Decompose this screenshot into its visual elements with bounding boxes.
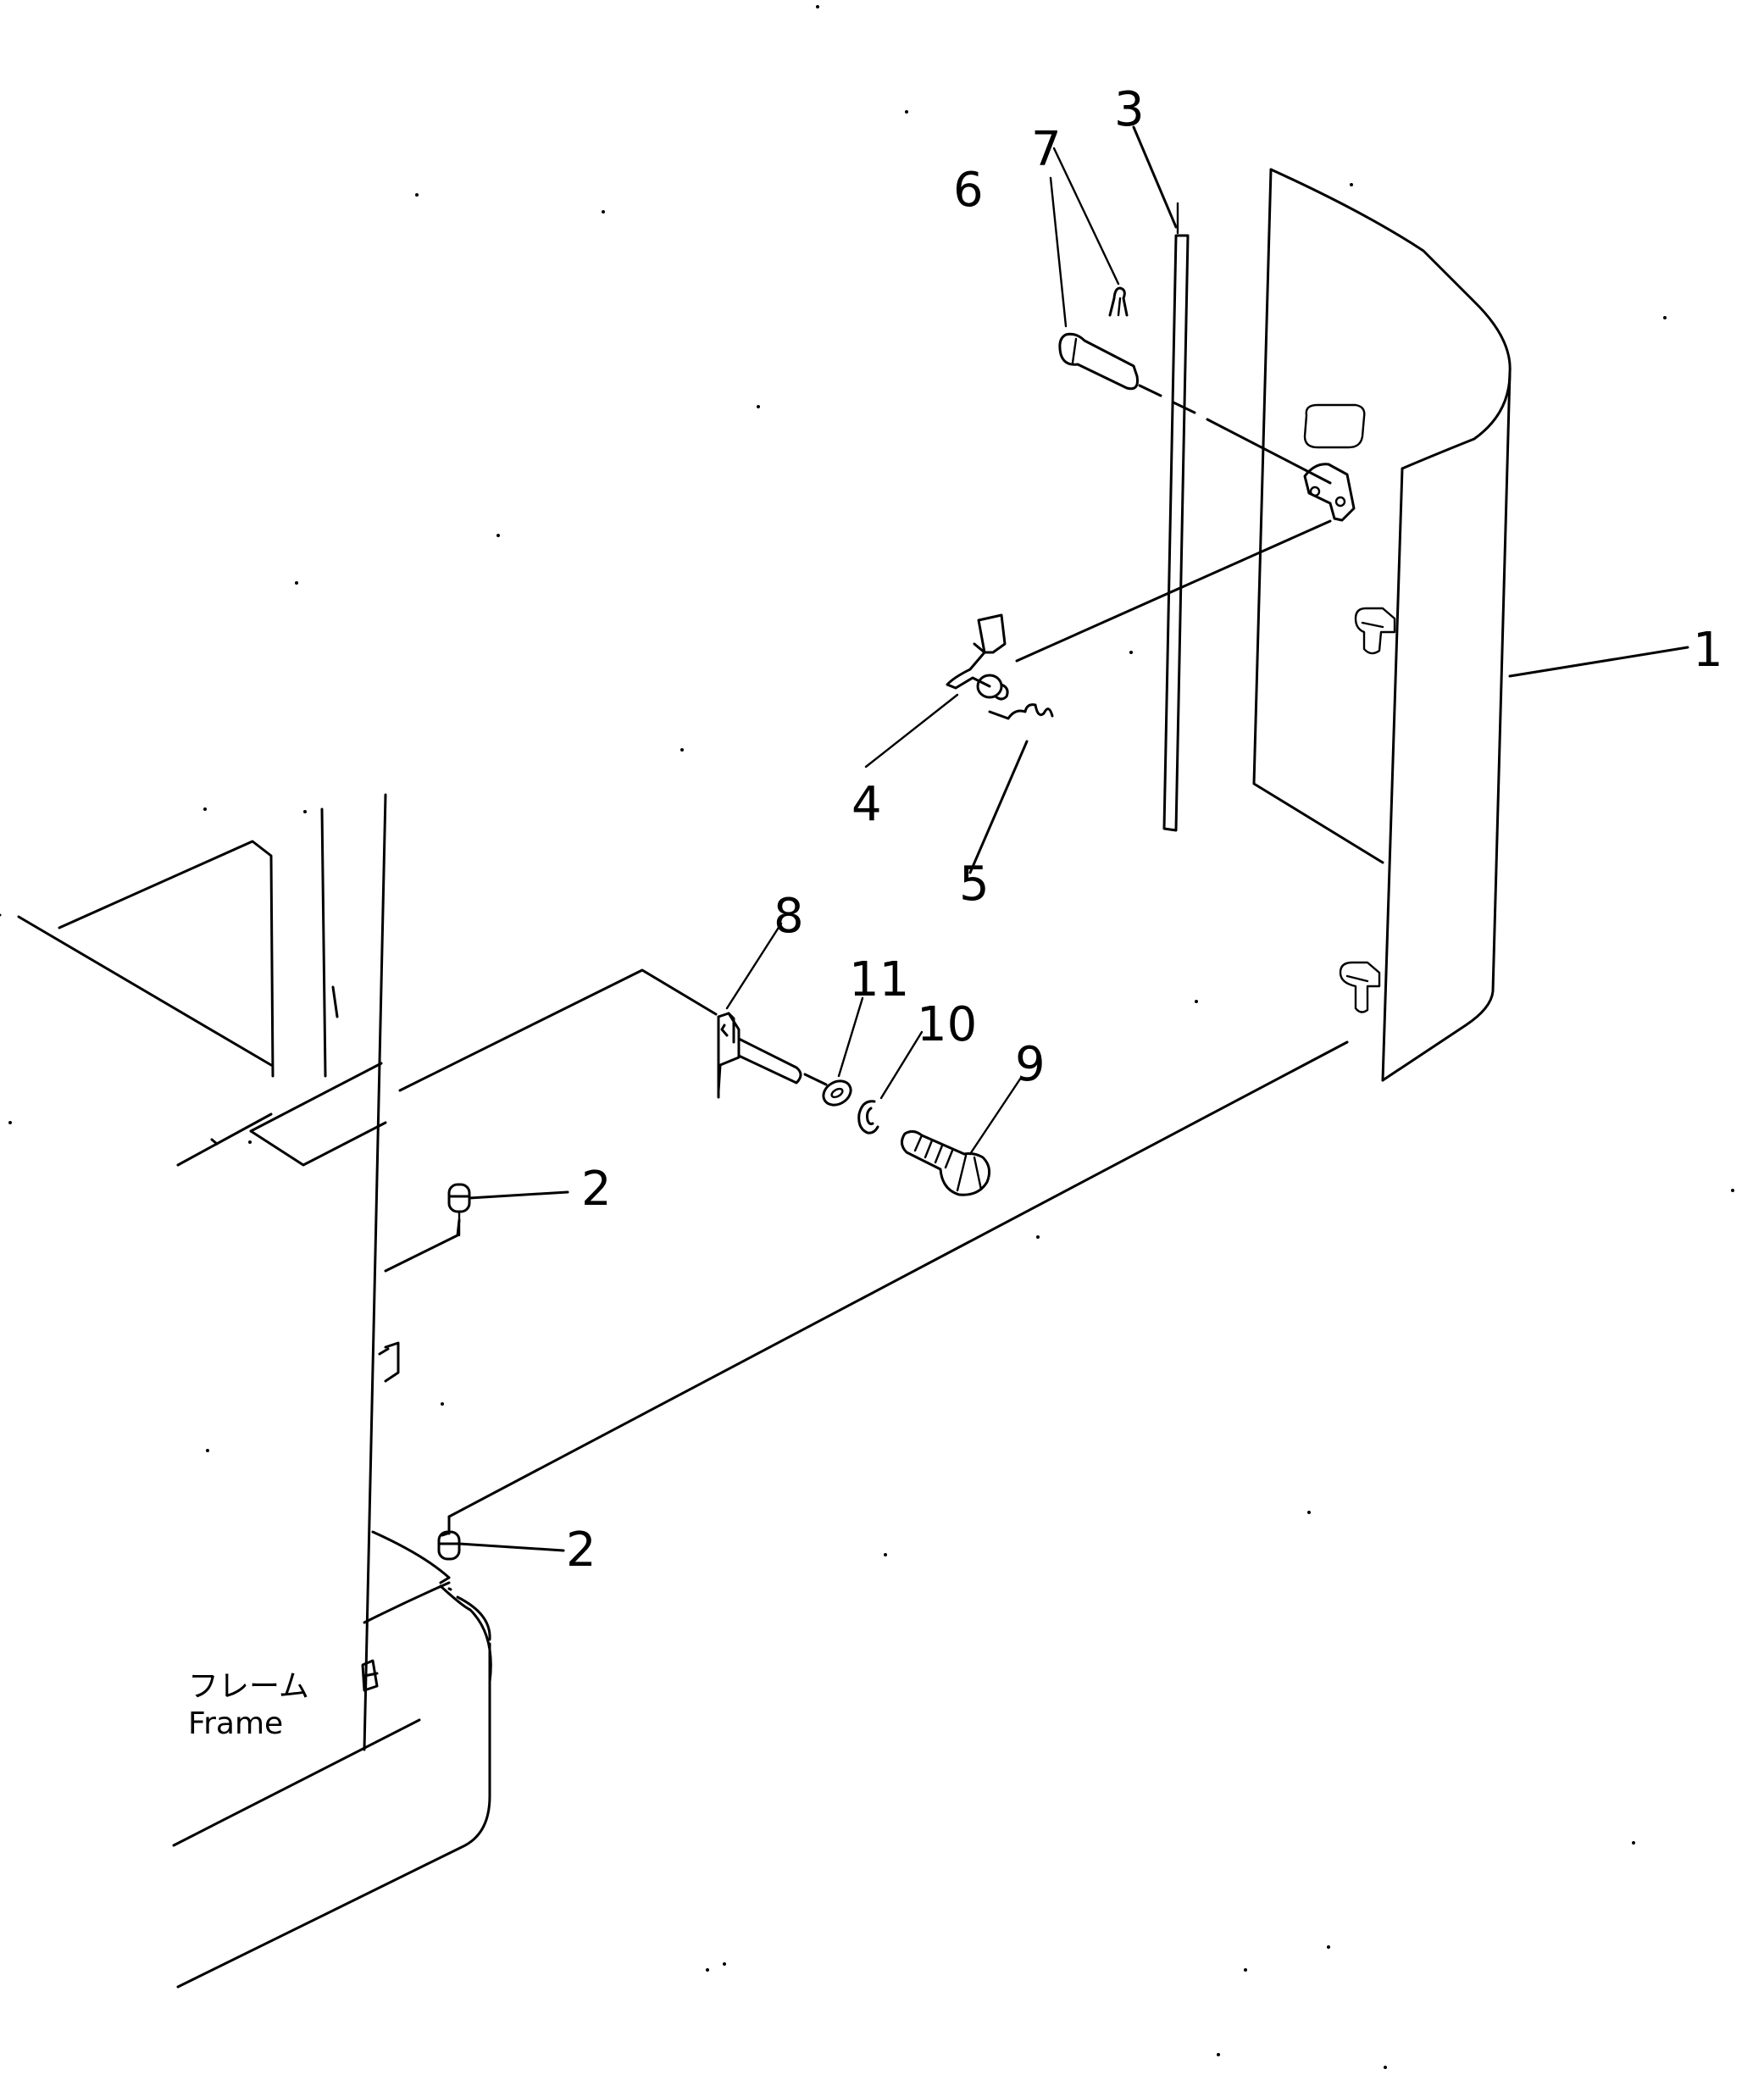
callout-7: 7 <box>1031 122 1062 177</box>
callout-2-lower: 2 <box>566 1523 596 1578</box>
lock-lever-4 <box>864 519 1332 768</box>
scan-noise-dots <box>8 5 1734 2069</box>
callout-2-upper: 2 <box>581 1162 612 1217</box>
callout-10: 10 <box>917 997 977 1052</box>
lock-washer-10 <box>857 1030 924 1135</box>
washer-11 <box>822 996 864 1107</box>
cover-panel <box>1252 168 1512 1082</box>
lower-hinge <box>1339 961 1381 1013</box>
frame-label-english: Frame <box>188 1706 283 1741</box>
panel-hinge-bracket <box>1303 463 1356 522</box>
bushing-2-lower <box>437 1530 565 1561</box>
upper-hinge <box>1354 607 1396 655</box>
spring-5 <box>968 703 1054 874</box>
panel-handle-slot <box>1303 403 1366 449</box>
latch-axis-line <box>803 1073 828 1086</box>
pin-axis-line <box>1138 384 1332 485</box>
pin-6 <box>1049 176 1139 391</box>
frame-structure <box>0 793 1349 1989</box>
cotter-pin-7 <box>1052 147 1129 317</box>
bushing-2-upper <box>447 1183 569 1237</box>
callout-11: 11 <box>849 952 909 1007</box>
callout-labels: 1 2 2 3 4 5 6 7 8 9 10 11 <box>566 82 1723 1578</box>
callout-6: 6 <box>953 163 984 218</box>
leader-line-1 <box>1508 646 1689 678</box>
seal-strip-3 <box>1132 125 1190 832</box>
latch-bracket-8 <box>717 922 802 1099</box>
bolt-9 <box>901 1076 1023 1196</box>
callout-8: 8 <box>774 889 804 944</box>
callout-3: 3 <box>1114 82 1145 137</box>
callout-1: 1 <box>1693 623 1723 678</box>
callout-4: 4 <box>851 777 882 832</box>
frame-label: フレーム Frame <box>188 1669 309 1741</box>
frame-bracket-lower <box>361 1659 379 1692</box>
callout-9: 9 <box>1015 1037 1046 1092</box>
frame-label-japanese: フレーム <box>188 1669 309 1704</box>
frame-bracket-upper <box>378 1218 461 1383</box>
callout-5: 5 <box>959 857 990 912</box>
